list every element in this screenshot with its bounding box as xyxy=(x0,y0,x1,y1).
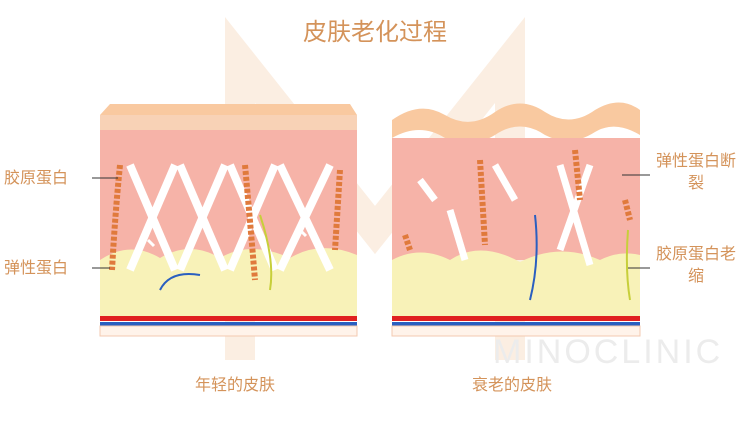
label-leader-lines xyxy=(92,174,650,269)
aged-skin-illustration xyxy=(391,102,641,337)
caption-young-skin: 年轻的皮肤 xyxy=(195,375,276,394)
label-elastin: 弹性蛋白 xyxy=(4,258,69,277)
label-elastin-broken-text: 弹性蛋白断裂 xyxy=(656,151,737,192)
label-collagen: 胶原蛋白 xyxy=(4,168,69,187)
watermark: MINOCLINIC xyxy=(493,333,724,371)
label-collagen-shrunk-text: 胶原蛋白老缩 xyxy=(656,244,737,285)
page-title: 皮肤老化过程 xyxy=(303,18,447,46)
young-skin-illustration xyxy=(99,104,358,337)
caption-aged-skin: 衰老的皮肤 xyxy=(472,375,553,394)
label-collagen-shrunk: 胶原蛋白老缩 xyxy=(656,243,736,287)
label-elastin-broken: 弹性蛋白断裂 xyxy=(656,150,736,194)
